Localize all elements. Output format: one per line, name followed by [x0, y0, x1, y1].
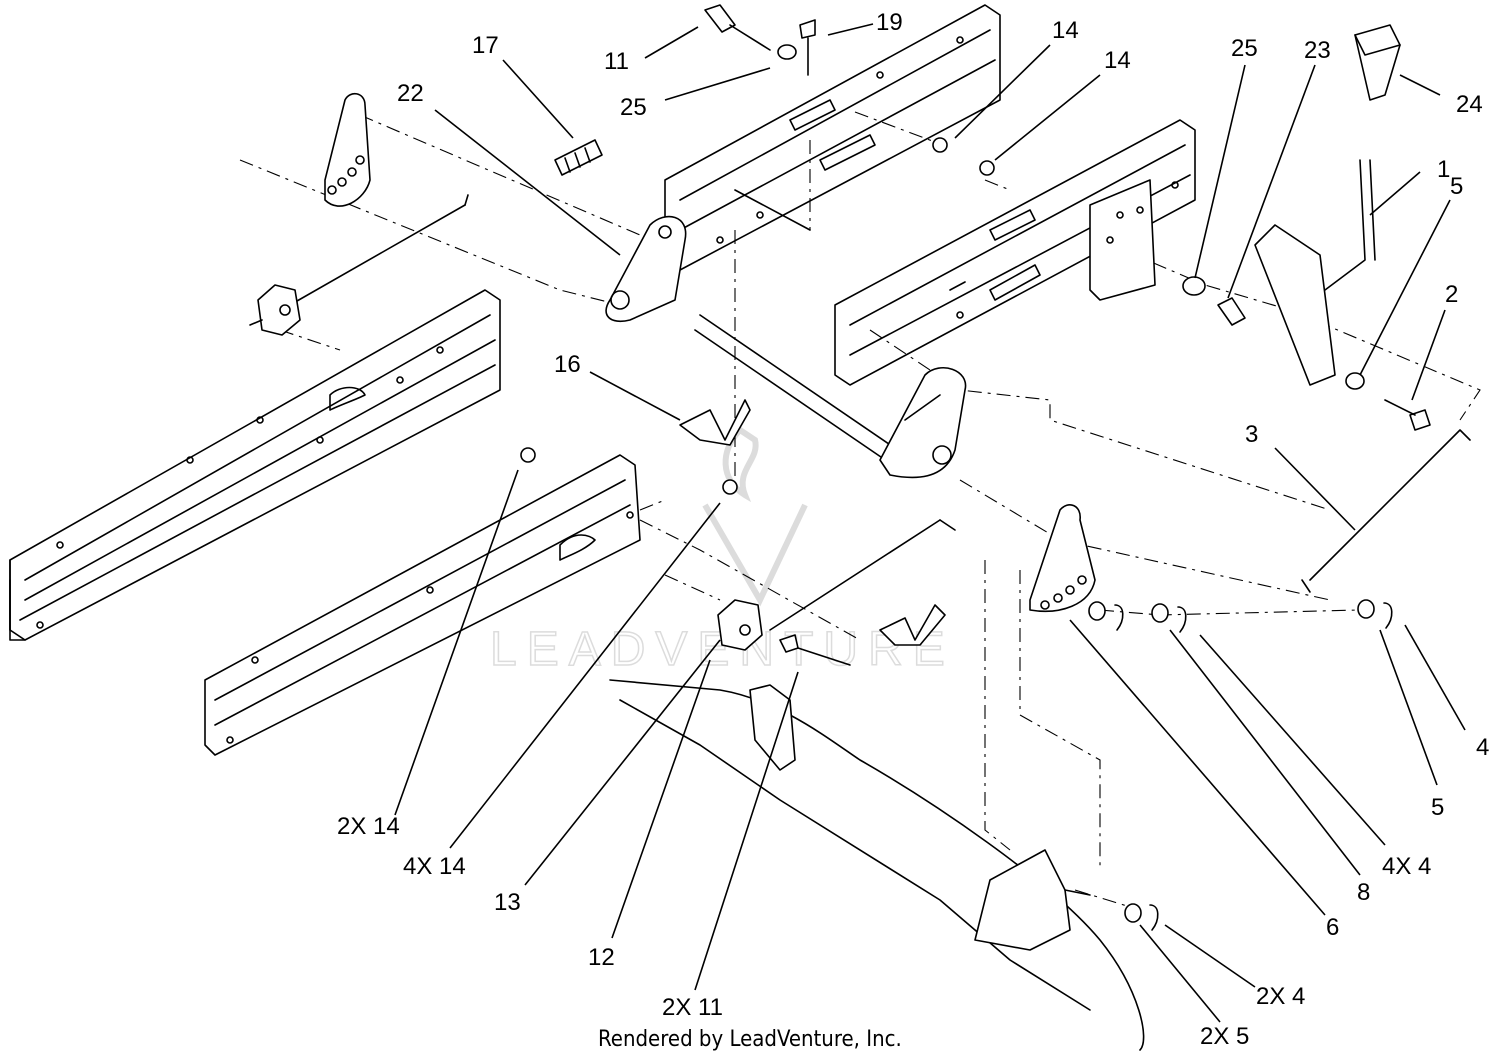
callout-14: 14 — [1104, 47, 1131, 74]
callout-1: 1 — [1437, 156, 1450, 183]
callout-3: 3 — [1245, 421, 1258, 448]
callout-5: 5 — [1450, 173, 1463, 200]
callout-4: 4 — [1476, 734, 1489, 761]
callout-14: 14 — [1052, 17, 1079, 44]
clamp — [679, 399, 946, 646]
upper-frame-rail — [664, 4, 1001, 271]
leader-lines — [394, 23, 1466, 1023]
callout-4x4: 4X 4 — [1382, 853, 1431, 880]
lower-rod-assembly — [717, 519, 956, 666]
callout-13: 13 — [494, 889, 521, 916]
upper-rod-assembly — [249, 194, 469, 336]
callout-2x14: 2X 14 — [337, 813, 400, 840]
callout-22: 22 — [397, 80, 424, 107]
callout-2x4: 2X 4 — [1256, 983, 1305, 1010]
watermark-logo: LEADVENTURE — [489, 426, 955, 677]
callout-2x5: 2X 5 — [1200, 1023, 1249, 1050]
center-frame-rail — [204, 454, 641, 756]
callout-2x11: 2X 11 — [662, 994, 723, 1021]
left-frame-rail — [9, 289, 501, 641]
callout-6: 6 — [1326, 914, 1339, 941]
callout-16: 16 — [554, 351, 581, 378]
callout-25: 25 — [620, 94, 647, 121]
nuts — [520, 137, 995, 495]
callout-19: 19 — [876, 9, 903, 36]
callout-4x14: 4X 14 — [403, 853, 466, 880]
callout-11: 11 — [604, 48, 629, 75]
spring — [554, 139, 603, 176]
control-rod — [1301, 429, 1471, 593]
cross-shaft-assembly — [605, 215, 967, 479]
washers-and-pins — [1088, 599, 1393, 931]
lift-lever-assembly — [1182, 24, 1431, 431]
center-lines — [239, 111, 1481, 911]
top-bolts — [704, 4, 816, 76]
frame-bracket — [1089, 179, 1156, 301]
callout-24: 24 — [1456, 91, 1483, 118]
callout-23: 23 — [1304, 37, 1331, 64]
pivot-bracket — [324, 92, 371, 207]
callout-8: 8 — [1357, 879, 1370, 906]
right-frame-rail — [834, 119, 1196, 386]
callout-25: 25 — [1231, 35, 1258, 62]
callout-labels: 11 19 17 14 14 25 25 23 24 22 1 5 2 16 3… — [337, 9, 1489, 1050]
mower-deck — [609, 679, 1145, 1051]
footer-credit: Rendered by LeadVenture, Inc. — [598, 1027, 902, 1052]
callout-17: 17 — [472, 32, 499, 59]
callout-12: 12 — [588, 944, 615, 971]
callout-5: 5 — [1431, 794, 1444, 821]
callout-2: 2 — [1445, 281, 1458, 308]
height-plate — [1029, 504, 1096, 612]
watermark-text: LEADVENTURE — [490, 623, 955, 676]
